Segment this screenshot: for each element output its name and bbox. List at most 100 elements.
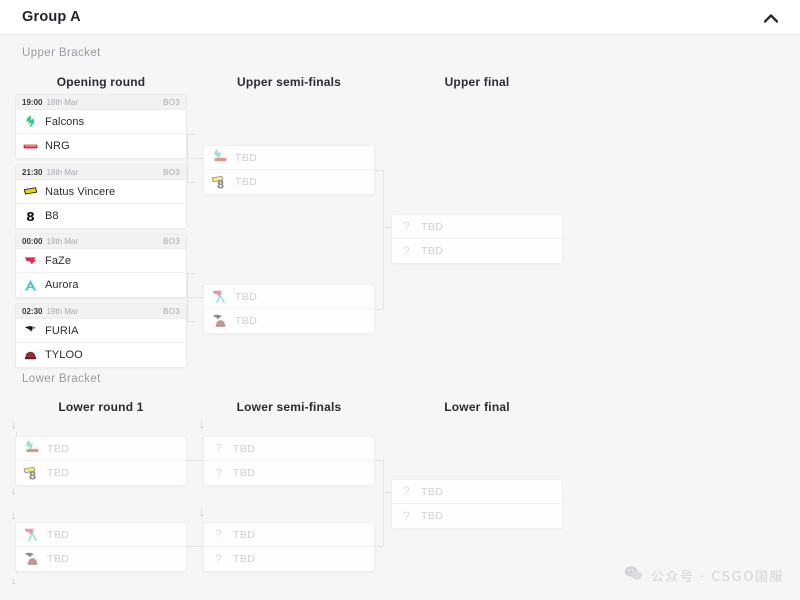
connector — [187, 273, 195, 274]
match-card[interactable]: TBD 8 TBD — [203, 145, 375, 195]
team-row[interactable]: 8 TBD — [16, 461, 186, 485]
match-card[interactable]: TBD TBD — [203, 284, 375, 334]
match-card[interactable]: 19:00 18th Mar BO3 Falcons NRG — [15, 94, 187, 159]
team-row[interactable]: 8 TBD — [204, 170, 374, 194]
navi-logo — [211, 175, 224, 182]
tbd-label: TBD — [233, 553, 256, 565]
watermark-text: 公众号 · CSGO国服 — [650, 570, 784, 585]
falcons-logo — [26, 440, 33, 451]
team-row[interactable]: FaZe — [16, 249, 186, 273]
nrg-logo — [26, 448, 39, 453]
question-mark-icon: ? — [215, 527, 222, 541]
team-row[interactable]: ? TBD — [392, 504, 562, 528]
match-header: 00:00 19th Mar BO3 — [16, 234, 186, 249]
match-header: 19:00 18th Mar BO3 — [16, 95, 186, 110]
question-mark-icon: ? — [403, 243, 410, 258]
drop-arrow-icon: ↓ — [199, 419, 205, 431]
match-date: 19th Mar — [46, 306, 79, 316]
round-title-upper-semi-finals: Upper semi-finals — [236, 75, 342, 89]
team-row[interactable]: ? TBD — [392, 480, 562, 504]
team-row[interactable]: ? TBD — [204, 523, 374, 547]
team-name: Falcons — [45, 115, 85, 128]
team-row[interactable]: TBD — [16, 547, 186, 571]
falcons-logo — [23, 114, 38, 129]
tyloo-logo — [215, 319, 226, 327]
svg-text:8: 8 — [29, 469, 37, 482]
team-row[interactable]: TBD — [204, 309, 374, 333]
match-format: BO3 — [163, 236, 180, 246]
match-time: 19:00 — [22, 97, 43, 107]
match-date: 19th Mar — [46, 236, 79, 246]
connector — [375, 546, 383, 547]
match-card[interactable]: TBD TBD — [15, 522, 187, 572]
team-row[interactable]: Natus Vincere — [16, 180, 186, 204]
question-mark-icon: ? — [403, 508, 410, 523]
round-title-lower-final: Lower final — [444, 400, 510, 414]
watermark: 公众号 · CSGO国服 — [624, 565, 784, 586]
match-format: BO3 — [163, 306, 180, 316]
round-title-opening-round: Opening round — [56, 75, 146, 89]
match-card[interactable]: 02:30 19th Mar BO3 FURIA TYLOO — [15, 303, 187, 368]
match-card[interactable]: 00:00 19th Mar BO3 FaZe Aurora — [15, 233, 187, 298]
team-row[interactable]: FURIA — [16, 319, 186, 343]
match-card[interactable]: ? TBD ? TBD — [391, 479, 563, 529]
team-row[interactable]: 8 B8 — [16, 204, 186, 228]
furia-logo — [24, 552, 34, 558]
team-name: Aurora — [45, 279, 79, 291]
team-row[interactable]: Aurora — [16, 273, 186, 297]
team-row[interactable]: NRG — [16, 134, 186, 158]
connector — [187, 297, 203, 298]
connector — [187, 134, 188, 182]
question-mark-icon: ? — [215, 551, 222, 566]
match-card[interactable]: ? TBD ? TBD — [203, 436, 375, 486]
tbd-label: TBD — [233, 528, 256, 541]
question-mark-icon: ? — [403, 484, 410, 498]
team-row[interactable]: TBD — [204, 285, 374, 309]
match-card[interactable]: 21:30 18th Mar BO3 Natus Vincere 8 B8 — [15, 164, 187, 229]
tbd-label: TBD — [47, 442, 70, 455]
team-row[interactable]: ? TBD — [392, 239, 562, 263]
furia-logo — [212, 314, 222, 320]
drop-arrow-icon: ↓ — [11, 419, 17, 431]
tbd-label: TBD — [235, 315, 258, 327]
placeholder-team-logos: 8 — [23, 465, 40, 482]
svg-text:8: 8 — [26, 209, 35, 224]
furia-logo — [23, 323, 38, 338]
connector — [375, 460, 383, 461]
chevron-up-icon[interactable] — [760, 9, 782, 27]
drop-arrow-icon: ↓ — [11, 575, 17, 587]
match-card[interactable]: TBD 8 TBD — [15, 436, 187, 486]
connector — [187, 273, 188, 321]
team-row[interactable]: ? TBD — [392, 215, 562, 239]
match-card[interactable]: ? TBD ? TBD — [203, 522, 375, 572]
tbd-label: TBD — [235, 151, 258, 164]
b8-logo: 8 — [217, 178, 225, 191]
team-row[interactable]: TBD — [16, 523, 186, 547]
placeholder-team-logos: 8 — [211, 174, 228, 191]
team-row[interactable]: ? TBD — [204, 461, 374, 485]
page-title: Group A — [22, 9, 81, 25]
connector — [383, 492, 384, 546]
placeholder-team-logos — [23, 440, 40, 457]
team-name: NRG — [45, 140, 70, 152]
match-date: 18th Mar — [46, 167, 79, 177]
navi-logo — [23, 466, 36, 473]
tbd-label: TBD — [421, 485, 444, 498]
team-row[interactable]: Falcons — [16, 110, 186, 134]
tbd-label: TBD — [47, 553, 70, 565]
connector — [187, 182, 195, 183]
team-name: FURIA — [45, 324, 79, 337]
team-row[interactable]: TYLOO — [16, 343, 186, 367]
connector — [383, 170, 384, 252]
tbd-label: TBD — [421, 220, 444, 233]
connector — [383, 252, 384, 309]
upper-bracket-label: Upper Bracket — [22, 47, 101, 59]
match-card[interactable]: ? TBD ? TBD — [391, 214, 563, 264]
team-row[interactable]: ? TBD — [204, 547, 374, 571]
nrg-logo — [214, 157, 227, 162]
aurora-logo — [23, 278, 38, 293]
team-row[interactable]: TBD — [16, 437, 186, 461]
team-row[interactable]: TBD — [204, 146, 374, 170]
connector — [383, 227, 391, 228]
team-row[interactable]: ? TBD — [204, 437, 374, 461]
